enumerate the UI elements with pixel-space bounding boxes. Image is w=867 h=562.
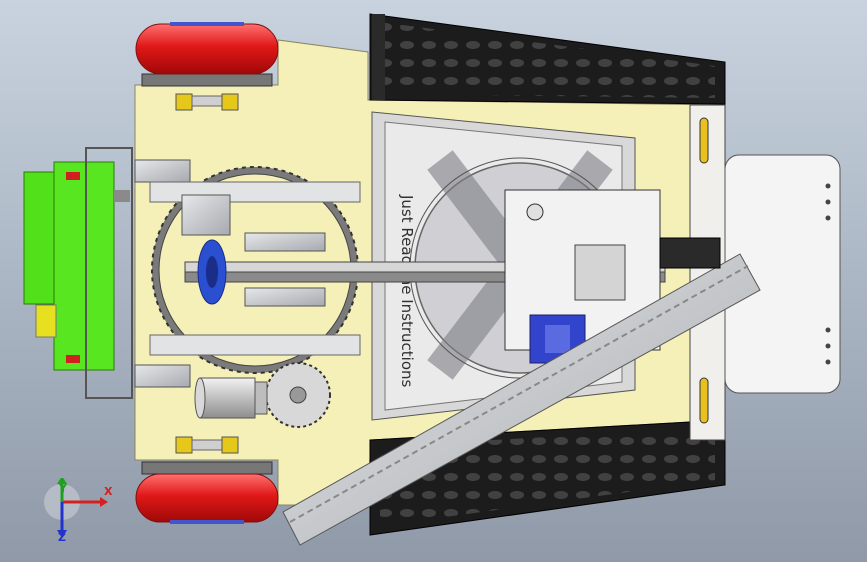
z-axis-label: Z — [58, 531, 66, 544]
left-wheel-bottom[interactable] — [135, 461, 279, 524]
coordinate-triad: X Y Z — [40, 476, 120, 548]
axis-triad-graphic — [44, 476, 108, 538]
left-wheel-top[interactable] — [135, 22, 279, 87]
svg-text:Just Read the Instructions: Just Read the Instructions — [398, 194, 416, 388]
motor-brackets[interactable] — [134, 159, 361, 388]
wheel-brackets[interactable] — [175, 93, 239, 454]
drive-motor[interactable] — [194, 377, 268, 419]
pinion-gear[interactable] — [265, 362, 331, 428]
caster-plate[interactable] — [724, 154, 841, 394]
arm-rack[interactable] — [282, 253, 761, 546]
y-axis-label: Y — [59, 482, 67, 495]
engraved-label: Just Read the Instructions — [398, 194, 416, 388]
top-chassis-rail[interactable] — [369, 13, 726, 105]
x-axis-label: X — [104, 485, 113, 498]
arm-beam[interactable] — [659, 237, 721, 269]
battery-pack[interactable] — [23, 147, 133, 399]
